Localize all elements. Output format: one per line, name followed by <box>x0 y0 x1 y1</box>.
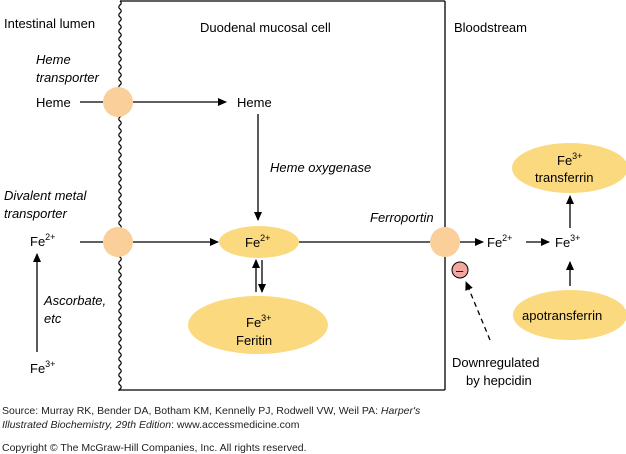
inhibition-minus: – <box>456 263 464 278</box>
ferroportin-node <box>430 227 460 257</box>
downregulated-label-1: Downregulated <box>452 355 539 370</box>
transferrin-ellipse <box>512 143 626 193</box>
source-line-1: Source: Murray RK, Bender DA, Botham KM,… <box>2 405 421 417</box>
heme-transporter-node <box>103 87 133 117</box>
heme-cell: Heme <box>237 95 272 110</box>
ferroportin-label: Ferroportin <box>370 210 434 225</box>
heme-oxygenase-label: Heme oxygenase <box>270 160 371 175</box>
cell-label: Duodenal mucosal cell <box>200 20 331 35</box>
transferrin-label: transferrin <box>535 170 594 185</box>
ascorbate-label-2: etc <box>44 311 62 326</box>
ferritin-fe3: Fe3+ <box>246 313 271 330</box>
apotransferrin-label: apotransferrin <box>522 308 602 323</box>
fe3-lumen: Fe3+ <box>30 359 55 376</box>
heme-transporter-label-1: Heme <box>36 52 71 67</box>
bloodstream-label: Bloodstream <box>454 20 527 35</box>
source-line-2: Illustrated Biochemistry, 29th Edition: … <box>2 419 300 431</box>
dmt-label-1: Divalent metal <box>4 188 87 203</box>
fe2-cell: Fe2+ <box>245 233 270 250</box>
dmt-label-2: transporter <box>4 206 68 221</box>
heme-lumen: Heme <box>36 95 71 110</box>
hepcidin-arrow <box>465 281 491 341</box>
cell-apical-membrane <box>118 0 122 391</box>
dmt-node <box>103 227 133 257</box>
fe2-cell-ellipse <box>219 226 299 258</box>
apotransferrin-ellipse <box>513 290 626 340</box>
lumen-label: Intestinal lumen <box>4 16 95 31</box>
downregulated-label-2: by hepcidin <box>466 373 532 388</box>
fe2-lumen: Fe2+ <box>30 232 55 249</box>
heme-transporter-label-2: transporter <box>36 70 100 85</box>
transferrin-fe3: Fe3+ <box>557 151 582 168</box>
fe3-blood: Fe3+ <box>555 233 580 250</box>
ferritin-label: Feritin <box>236 333 272 348</box>
inhibition-icon <box>451 261 469 279</box>
fe2-blood: Fe2+ <box>487 233 512 250</box>
ferritin-ellipse <box>188 296 328 354</box>
ascorbate-label-1: Ascorbate, <box>43 293 106 308</box>
copyright: Copyright © The McGraw-Hill Companies, I… <box>2 442 307 454</box>
